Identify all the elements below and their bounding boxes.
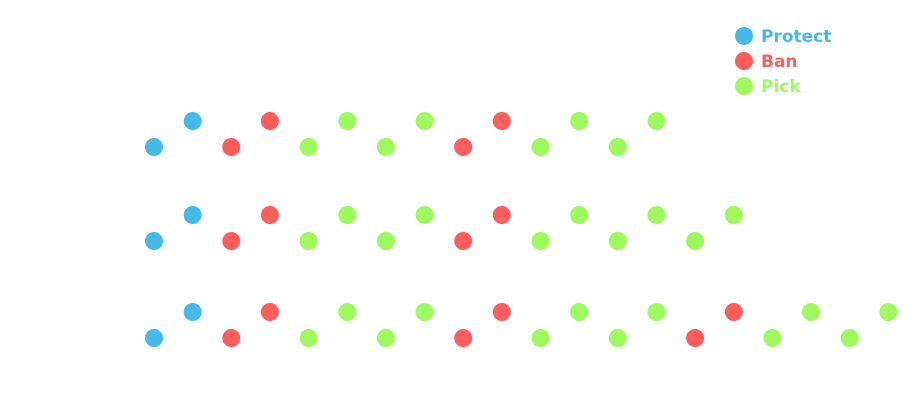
turn-dot-pick [299,232,318,250]
turn-dot-pick [415,112,434,130]
turn-dot-ban [454,232,473,250]
turn-dot-ban [260,112,279,130]
turn-dot-protect [145,138,163,156]
turn-dot-ban [492,303,511,321]
turn-dot-pick [724,206,743,224]
turn-dot-pick [376,138,395,156]
turn-dot-ban [454,329,473,347]
turn-dot-ban [222,232,241,250]
turn-dot-ban [492,206,511,224]
turn-dot-pick [647,112,666,130]
turn-dot-pick [647,303,666,321]
turn-dot-pick [415,303,434,321]
turn-dot-protect [145,232,163,250]
turn-dot-pick [531,232,550,250]
turn-dot-pick [608,232,627,250]
turn-dot-protect [183,206,202,224]
turn-dot-ban [686,329,705,347]
turn-dot-pick [608,329,627,347]
turn-dot-ban [724,303,743,321]
turn-dot-pick [608,138,627,156]
turn-dot-pick [763,329,782,347]
turn-dot-pick [879,303,898,321]
turn-dot-pick [570,112,589,130]
turn-dot-pick [376,329,395,347]
turn-dot-pick [647,206,666,224]
turn-dot-pick [531,138,550,156]
turn-dot-pick [415,206,434,224]
legend-swatch-pick [735,77,753,95]
legend: Protect Ban Pick [735,27,831,97]
turn-dot-pick [840,329,859,347]
legend-item-pick: Pick [735,77,801,97]
turn-dot-pick [338,112,357,130]
turn-dot-pick [338,303,357,321]
legend-item-ban: Ban [735,52,798,72]
turn-dot-ban [260,206,279,224]
legend-swatch-protect [735,27,753,45]
turn-dot-pick [802,303,820,321]
turn-dot-pick [299,138,318,156]
turn-dot-protect [183,303,202,321]
legend-swatch-ban [735,52,753,70]
legend-label-protect: Protect [761,27,831,47]
turn-dot-pick [570,303,589,321]
turn-dot-ban [222,329,241,347]
turn-dot-ban [454,138,473,156]
legend-label-ban: Ban [761,52,798,72]
sequence-row-3 [145,303,898,347]
turn-dot-ban [260,303,279,321]
turn-dot-pick [570,206,589,224]
turn-dot-pick [376,232,395,250]
sequence-rows [145,112,898,347]
turn-dot-pick [686,232,705,250]
sequence-row-2 [145,206,743,250]
turn-dot-ban [492,112,511,130]
legend-item-protect: Protect [735,27,831,47]
sequence-row-1 [145,112,666,156]
turn-dot-pick [338,206,357,224]
legend-label-pick: Pick [761,77,801,97]
turn-dot-protect [183,112,202,130]
turn-dot-ban [222,138,241,156]
turn-dot-pick [299,329,318,347]
turn-dot-protect [145,329,163,347]
turn-dot-pick [531,329,550,347]
